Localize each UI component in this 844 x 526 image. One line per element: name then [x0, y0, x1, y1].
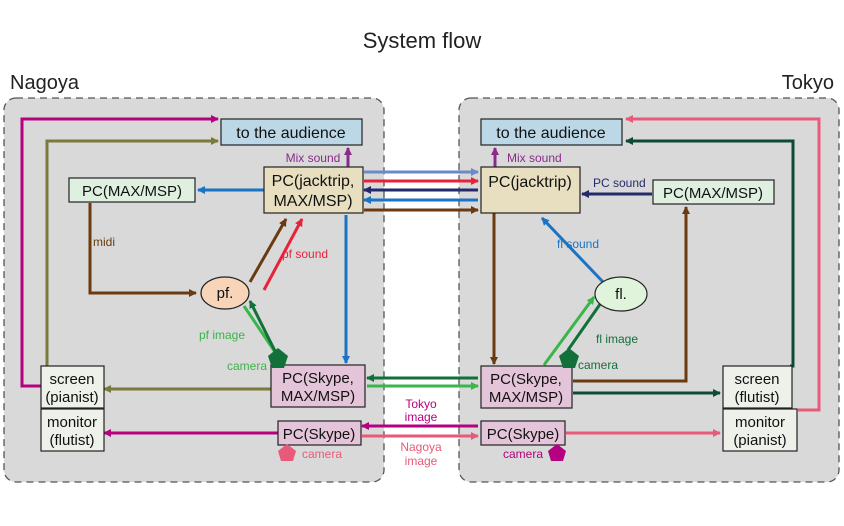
- nagoya-skype-max-box: [270, 364, 366, 408]
- tokyo-flow-labels: Mix sound PC sound fl sound fl image cam…: [503, 151, 646, 461]
- nagoya-camera-pf-icon: [268, 348, 288, 368]
- tokyo-screen-line1: screen: [734, 371, 779, 388]
- nagoya-skype-max-line1: PC(Skype,: [282, 370, 354, 387]
- tokyo-mix-sound-label: Mix sound: [507, 151, 562, 165]
- nagoya-jacktrip-label-line2: MAX/MSP): [273, 193, 352, 210]
- nagoya-pianist-node: [200, 276, 250, 310]
- nagoya-audience-label: to the audience: [236, 125, 346, 142]
- arrow-nagoya-monitor-to-audience: [20, 115, 219, 388]
- tokyo-skype-label: PC(Skype): [487, 426, 560, 443]
- nagoya-pianist-label: pf.: [217, 285, 234, 302]
- arrow-nagoya-midi: [88, 203, 197, 297]
- nagoya-midi-label: midi: [93, 235, 115, 249]
- nagoya-pf-sound-label: pf sound: [282, 247, 328, 261]
- tokyo-skype-box: [480, 420, 566, 446]
- nagoya-monitor-line2: (flutist): [50, 432, 95, 449]
- nagoya-pf-image-label: pf image: [199, 328, 245, 342]
- nagoya-mix-sound-label: Mix sound: [286, 151, 341, 165]
- tokyo-maxmsp-label: PC(MAX/MSP): [663, 185, 763, 202]
- nagoya-image-label-line2: image: [405, 454, 438, 468]
- arrow-nagoya-pf-sound: [262, 218, 304, 291]
- tokyo-flutist-node: [594, 276, 648, 312]
- nagoya-camera-label-2: camera: [302, 447, 342, 461]
- tokyo-skype-max-line1: PC(Skype,: [490, 371, 562, 388]
- nagoya-jacktrip-label-line1: PC(jacktrip,: [272, 173, 355, 190]
- nagoya-maxmsp-box: [68, 177, 196, 203]
- tokyo-monitor-box: [722, 408, 798, 452]
- nagoya-skype-max-line2: MAX/MSP): [281, 388, 355, 405]
- arrow-tokyo-fl-image: [542, 296, 596, 366]
- arrow-tokyo-monitor-to-audience: [625, 115, 821, 412]
- tokyo-jacktrip-box: [480, 166, 581, 214]
- nagoya-camera-skype-icon: [278, 444, 296, 461]
- nagoya-audience-box: [220, 118, 363, 146]
- tokyo-camera-label-2: camera: [503, 447, 543, 461]
- tokyo-monitor-line2: (pianist): [733, 432, 786, 449]
- tokyo-screen-line2: (flutist): [735, 389, 780, 406]
- tokyo-image-label-line1: Tokyo: [405, 397, 437, 411]
- nagoya-image-label-line1: Nagoya: [400, 440, 442, 454]
- tokyo-camera-skype-icon: [548, 444, 566, 461]
- tokyo-pc-sound-label: PC sound: [593, 176, 646, 190]
- tokyo-nodes: to the audience PC(jacktrip) PC(MAX/MSP)…: [480, 118, 798, 461]
- tokyo-skype-max-box: [480, 365, 573, 409]
- nagoya-screen-line1: screen: [49, 371, 94, 388]
- nagoya-skype-box: [277, 420, 362, 446]
- tokyo-monitor-line1: monitor: [735, 414, 785, 431]
- nagoya-screen-box: [40, 365, 105, 409]
- tokyo-screen-box: [722, 365, 793, 409]
- nagoya-nodes: to the audience PC(jacktrip, MAX/MSP) PC…: [40, 118, 366, 461]
- tokyo-flutist-label: fl.: [615, 286, 627, 303]
- tokyo-skype-max-line2: MAX/MSP): [489, 389, 563, 406]
- arrow-nagoya-pf-image: [242, 305, 277, 353]
- nagoya-camera-label-1: camera: [227, 359, 267, 373]
- tokyo-fl-image-label: fl image: [596, 332, 638, 346]
- tokyo-image-label-line2: image: [405, 410, 438, 424]
- tokyo-fl-sound-label: fl sound: [557, 237, 599, 251]
- site-label-nagoya: Nagoya: [10, 72, 80, 94]
- tokyo-audience-box: [480, 118, 623, 146]
- nagoya-monitor-box: [40, 408, 105, 452]
- between-site-labels: Tokyo image Nagoya image: [400, 397, 442, 468]
- diagram-title: System flow: [363, 28, 482, 53]
- arrow-tokyo-camera-line: [566, 299, 605, 351]
- tokyo-camera-label-1: camera: [578, 358, 618, 372]
- arrow-tokyo-skype-to-maxmsp: [573, 206, 690, 383]
- tokyo-jacktrip-label: PC(jacktrip): [488, 174, 572, 191]
- nagoya-maxmsp-label: PC(MAX/MSP): [82, 183, 182, 200]
- nagoya-flow-labels: Mix sound midi pf sound pf image camera …: [93, 151, 342, 461]
- site-label-tokyo: Tokyo: [782, 72, 834, 94]
- nagoya-skype-label: PC(Skype): [283, 426, 356, 443]
- nagoya-jacktrip-box: [263, 166, 364, 214]
- tokyo-camera-fl-icon: [559, 348, 579, 368]
- tokyo-audience-label: to the audience: [496, 125, 606, 142]
- arrow-nagoya-pf-to-jacktrip-brown: [248, 218, 288, 283]
- nagoya-monitor-line1: monitor: [47, 414, 97, 431]
- tokyo-maxmsp-box: [652, 179, 775, 205]
- nagoya-screen-line2: (pianist): [45, 389, 98, 406]
- arrow-tokyo-fl-sound: [540, 216, 606, 285]
